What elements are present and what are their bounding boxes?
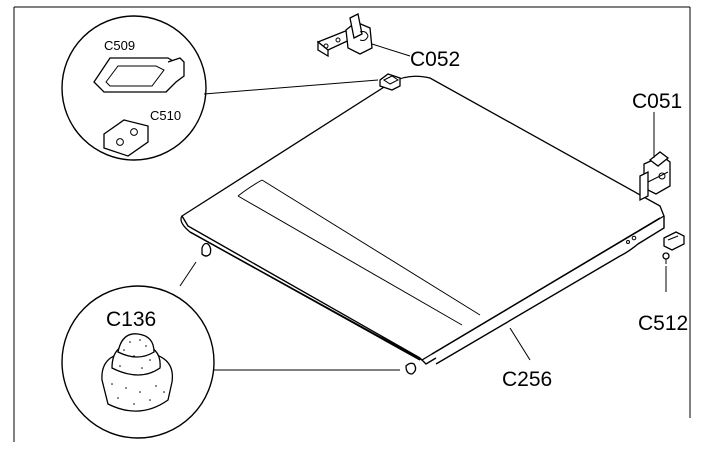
label-c051: C051	[632, 90, 682, 113]
label-c509: C509	[104, 38, 135, 53]
hinge-c052	[316, 13, 373, 58]
clip-c512	[662, 231, 685, 264]
detail-circle-top	[61, 15, 207, 161]
leader-c256	[509, 327, 531, 361]
hinge-c051	[639, 151, 671, 202]
label-c256: C256	[502, 368, 552, 391]
foot-right	[405, 362, 417, 375]
label-c136: C136	[106, 308, 156, 331]
latch-part	[379, 73, 401, 91]
foot-left	[201, 242, 212, 257]
leader-detail-top	[203, 79, 379, 95]
leader-detail-bottom-1	[179, 261, 197, 287]
leader-c052	[371, 43, 411, 57]
label-c052: C052	[410, 48, 460, 71]
label-c512: C512	[638, 312, 688, 335]
detail-circle-bottom	[61, 285, 215, 439]
label-c510: C510	[150, 108, 181, 123]
cover-panel	[180, 75, 665, 365]
